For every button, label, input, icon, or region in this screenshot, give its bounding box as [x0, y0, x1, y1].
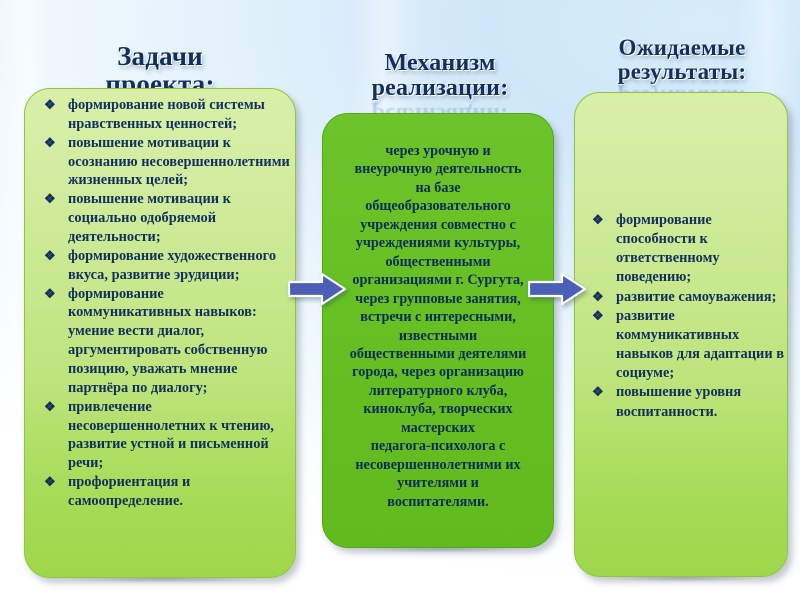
panel-expected-results [574, 92, 788, 577]
list-item: ❖ профориентация и самоопределение. [42, 473, 290, 511]
heading-mechanism: Механизм реализации: Механизм реализации… [318, 26, 562, 177]
diamond-bullet-icon: ❖ [592, 307, 604, 323]
expected-results-list: ❖ формирование способности к ответственн… [590, 211, 786, 422]
heading-expected-results: Ожидаемые результаты: Ожидаемые результа… [566, 12, 798, 156]
list-item: ❖ привлечение несовершеннолетних к чтени… [42, 398, 290, 473]
list-item: ❖ формирование художественного вкуса, ра… [42, 247, 290, 285]
list-item: ❖ формирование коммуникативных навыков: … [42, 285, 290, 398]
diamond-bullet-icon: ❖ [592, 212, 604, 227]
list-item-label: развитие самоуважения; [616, 288, 777, 305]
diamond-bullet-icon: ❖ [44, 247, 56, 263]
arrow-right-icon [288, 272, 346, 306]
list-item-label: повышение уровня воспитанности. [616, 384, 742, 420]
list-item-label: профориентация и самоопределение. [68, 474, 191, 510]
panel-tasks [24, 88, 296, 578]
list-item-label: формирование способности к ответственном… [616, 212, 720, 286]
tasks-list: ❖ формирование новой системы нравственны… [42, 96, 290, 511]
list-item: ❖ развитие коммуникативных навыков для а… [590, 307, 786, 384]
arrow-right-icon [528, 272, 586, 306]
list-item: ❖ формирование новой системы нравственны… [42, 96, 290, 134]
list-item-label: повышение мотивации к осознанию несоверш… [68, 134, 290, 189]
list-item: ❖ повышение уровня воспитанности. [590, 383, 786, 421]
diamond-bullet-icon: ❖ [44, 285, 56, 301]
list-item-label: формирование новой системы нравственных … [68, 97, 265, 132]
diamond-bullet-icon: ❖ [44, 398, 56, 414]
diamond-bullet-icon: ❖ [44, 191, 56, 207]
list-item: ❖ формирование способности к ответственн… [590, 211, 786, 288]
diamond-bullet-icon: ❖ [592, 288, 604, 304]
list-item-label: формирование коммуникативных навыков: ум… [68, 285, 268, 396]
diamond-bullet-icon: ❖ [44, 474, 56, 490]
diamond-bullet-icon: ❖ [44, 97, 56, 112]
list-item: ❖ повышение мотивации к социально одобря… [42, 190, 290, 247]
list-item-label: повышение мотивации к социально одобряем… [68, 191, 231, 246]
list-item-label: привлечение несовершеннолетних к чтению,… [68, 398, 274, 472]
list-item: ❖ развитие самоуважения; [590, 288, 786, 307]
list-item: ❖ повышение мотивации к осознанию несове… [42, 134, 290, 191]
diamond-bullet-icon: ❖ [44, 134, 56, 150]
list-item-label: развитие коммуникативных навыков для ада… [616, 307, 784, 382]
diamond-bullet-icon: ❖ [592, 384, 604, 400]
list-item-label: формирование художественного вкуса, разв… [68, 247, 277, 283]
mechanism-description: через урочную и внеурочную деятельность … [349, 143, 527, 510]
heading-expected-results-text: Ожидаемые результаты: [617, 34, 747, 84]
heading-mechanism-text: Механизм реализации: [371, 49, 509, 101]
panel-mechanism [322, 113, 554, 548]
